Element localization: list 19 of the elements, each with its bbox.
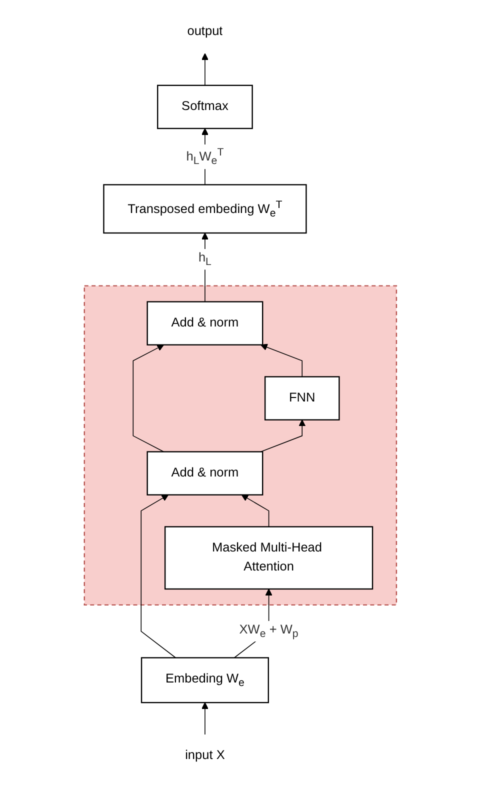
arrow (201, 702, 208, 734)
node-box: Masked Multi-Head Attention (164, 526, 373, 590)
node-box: Softmax (156, 84, 252, 129)
arrow (260, 343, 302, 377)
arrow (260, 419, 306, 452)
arrow (132, 344, 164, 452)
arrow (140, 494, 176, 658)
cluster (83, 284, 397, 606)
node-box: Add & norm (146, 300, 263, 345)
edge-label: h$_{L}$ (198, 250, 212, 267)
arrow (201, 52, 208, 86)
node-box: FNN (264, 376, 340, 420)
node-box: Embeding W$_{e}$ (140, 656, 269, 703)
arrow (240, 494, 269, 527)
node-box: Add & norm (146, 450, 263, 495)
edge-label: XW$_{e}$ + W$_{p}$ (238, 622, 298, 639)
arrow (201, 232, 208, 302)
node-text: input X (184, 748, 224, 762)
node-text: output (186, 24, 222, 38)
